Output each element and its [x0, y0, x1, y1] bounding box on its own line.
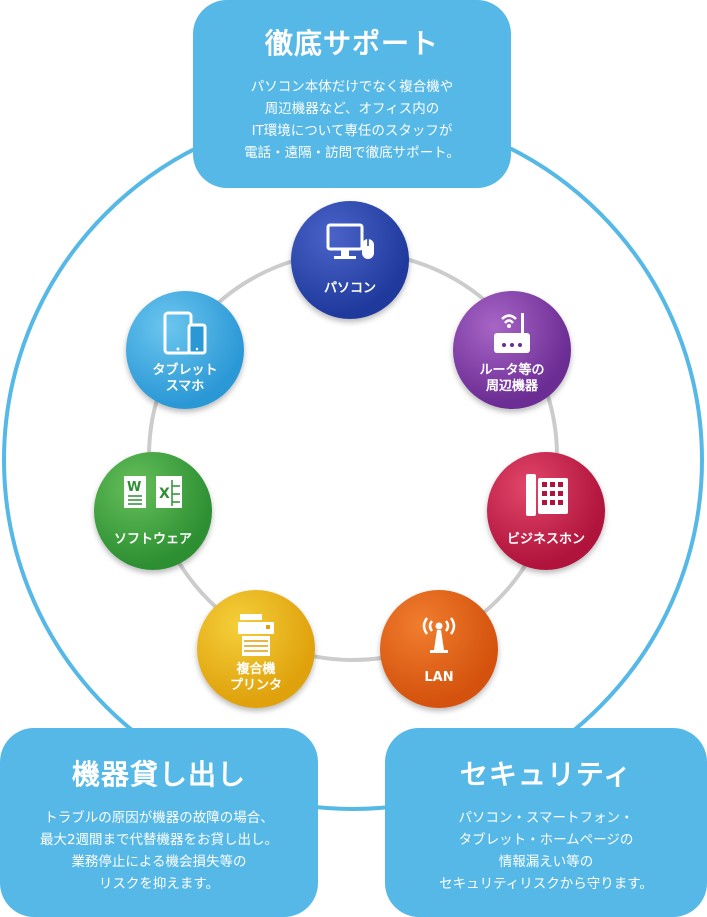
support-line: 電話・遠隔・訪問で徹底サポート。 — [244, 145, 460, 161]
node-router-label-line2: 周辺機器 — [485, 379, 538, 394]
rental-line: 最大2週間まで代替機器をお貸し出し。 — [39, 832, 279, 848]
security-body: パソコン・スマートフォン・ タブレット・ホームページの 情報漏えい等の セキュリ… — [385, 807, 707, 895]
node-pc: パソコン — [291, 201, 409, 319]
node-business-phone: ビジネスホン — [487, 452, 605, 570]
node-router-label-line1: ルータ等の — [479, 363, 545, 378]
node-router: ルータ等の 周辺機器 — [453, 291, 571, 409]
node-tablet-label: タブレット スマホ — [126, 363, 244, 395]
security-line: パソコン・スマートフォン・ — [458, 810, 634, 826]
node-router-label: ルータ等の 周辺機器 — [453, 363, 571, 395]
word-excel-icon: W X — [94, 470, 212, 522]
node-printer-label-line2: プリンタ — [229, 678, 282, 693]
node-printer: 複合機 プリンタ — [197, 590, 315, 708]
support-line: パソコン本体だけでなく複合機や — [250, 79, 454, 95]
security-line: セキュリティリスクから守ります。 — [439, 876, 653, 892]
node-lan-label: LAN — [424, 670, 454, 685]
security-card: セキュリティ パソコン・スマートフォン・ タブレット・ホームページの 情報漏えい… — [385, 728, 707, 917]
node-business-phone-label: ビジネスホン — [506, 532, 585, 547]
tablet-phone-icon — [126, 309, 244, 361]
rental-line: 業務停止による機会損失等の — [71, 854, 247, 870]
antenna-icon — [380, 608, 498, 660]
node-software-label: ソフトウェア — [113, 532, 192, 547]
support-line: IT環境について専任のスタッフが — [251, 123, 453, 139]
rental-line: リスクを抑えます。 — [98, 876, 220, 892]
rental-card: 機器貸し出し トラブルの原因が機器の故障の場合、 最大2週間まで代替機器をお貸し… — [0, 728, 318, 917]
support-body: パソコン本体だけでなく複合機や 周辺機器など、オフィス内の IT環境について専任… — [193, 76, 511, 164]
security-line: タブレット・ホームページの — [458, 832, 634, 848]
node-printer-label-line1: 複合機 — [236, 662, 276, 677]
svg-text:X: X — [159, 486, 170, 502]
svg-text:W: W — [127, 480, 141, 495]
node-lan: LAN — [380, 590, 498, 708]
support-title: 徹底サポート — [264, 27, 439, 60]
node-pc-label: パソコン — [323, 281, 376, 296]
support-line: 周辺機器など、オフィス内の — [264, 101, 440, 117]
rental-body: トラブルの原因が機器の故障の場合、 最大2週間まで代替機器をお貸し出し。 業務停… — [0, 807, 318, 895]
node-software: W X ソフトウェア — [94, 452, 212, 570]
node-printer-label: 複合機 プリンタ — [197, 662, 315, 694]
monitor-mouse-icon — [291, 219, 409, 271]
security-line: 情報漏えい等の — [498, 854, 594, 870]
node-tablet-label-line1: タブレット — [152, 363, 218, 378]
rental-line: トラブルの原因が機器の故障の場合、 — [44, 810, 274, 826]
support-card: 徹底サポート パソコン本体だけでなく複合機や 周辺機器など、オフィス内の IT環… — [193, 0, 511, 188]
desk-phone-icon — [487, 470, 605, 522]
router-wifi-icon — [453, 309, 571, 361]
node-tablet-label-line2: スマホ — [165, 379, 205, 394]
security-title: セキュリティ — [459, 758, 633, 791]
rental-title: 機器貸し出し — [71, 758, 246, 791]
node-tablet: タブレット スマホ — [126, 291, 244, 409]
printer-icon — [197, 608, 315, 660]
